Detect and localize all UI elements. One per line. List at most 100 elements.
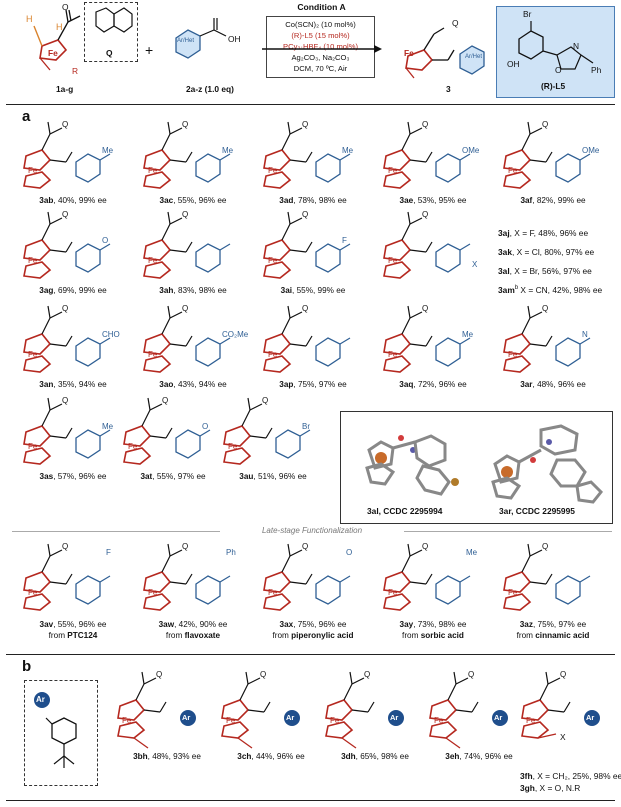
fe-atom: Fe [28,256,38,265]
last-x-atom: X [560,732,566,742]
compound-source: from cinnamic acid [494,631,612,640]
fe-atom: Fe [28,442,38,451]
source-prefix: from [165,631,185,640]
q-atom: Q [262,396,269,405]
fe-atom: Fe [434,716,444,725]
source-name: flavoxate [184,631,221,640]
compound-source: from flavoxate [134,631,252,640]
compound-comma: , [53,380,58,389]
late-stage-3ay-structure [383,543,471,611]
ar-definition-structure [34,692,77,768]
compound-yield-ee: 74%, 96% ee [463,752,513,761]
compound-yield-ee: 43%, 94% ee [177,380,227,389]
q-atom: Q [302,120,309,129]
late-stage-divider-left [12,531,220,532]
substituent-label: X [472,260,478,269]
compound-comma: , [53,196,58,205]
compound-comma: , [251,752,256,761]
compound-3fh-3gh-structure [521,671,600,739]
compound-caption: 3ae, 53%, 95% ee [374,196,492,205]
substituent-label: OMe [462,146,480,155]
ar-badge: Ar [494,713,503,722]
substrate-1-structure [33,9,81,71]
fe-atom: Fe [148,166,158,175]
fe-atom: Fe [28,350,38,359]
ligand-oh: OH [507,59,520,69]
compound-source: from piperonylic acid [254,631,372,640]
compound-comma: , [532,196,537,205]
compound-3ae-structure [383,121,471,189]
quinoline-structure [95,7,133,33]
q-atom: Q [364,670,371,679]
q-atom: Q [156,670,163,679]
ar-badge: Ar [182,713,191,722]
compound-comma: , [532,620,538,629]
substituent-label: OMe [582,146,600,155]
q-atom: Q [182,542,189,551]
q-atom: Q [422,542,429,551]
compound-yield-ee: 55%, 96% ee [57,620,107,629]
compound-caption: 3ah, 83%, 98% ee [134,286,252,295]
fe-atom: Fe [148,256,158,265]
late-stage-3az-structure [503,543,591,611]
compound-id: 3eh [445,752,460,761]
compound-source: from sorbic acid [374,631,492,640]
compound-id: 3an [39,380,54,389]
late-stage-3ax-structure [263,543,351,611]
compound-3ac-structure [143,121,231,189]
atom-r: R [72,66,79,76]
compound-id: 3az [519,620,533,629]
atom-h-left: H [26,14,33,24]
fe-atom: Fe [388,256,398,265]
fe-atom: Fe [122,716,132,725]
compound-yield-ee: 75%, 96% ee [297,620,347,629]
compound-comma: , [292,286,297,295]
fe-atom: Fe [508,350,518,359]
compound-id: 3ax [279,620,294,629]
compound-id: 3at [140,472,153,481]
compound-caption: 3av, 55%, 96% ee [14,620,132,629]
section-b-divider [6,654,615,655]
compound-comma: , [293,380,298,389]
substituent-label: CHO [102,330,120,339]
compound-caption: 3ac, 55%, 96% ee [134,196,252,205]
q-atom: Q [422,210,429,219]
ar-definition-box [24,680,98,786]
compound-id: 3ag [39,286,54,295]
ligand-o: O [555,65,562,75]
q-atom: Q [162,396,169,405]
product-ar-het: Ar/Het [465,54,483,60]
compound-yield-ee: 83%, 98% ee [177,286,227,295]
q-atom: Q [422,304,429,313]
q-atom: Q [182,120,189,129]
compound-id: 3ad [279,196,294,205]
compound-caption: 3bh, 48%, 93% ee [108,752,226,761]
substituent-label: N [582,330,588,339]
compound-caption: 3af, 82%, 99% ee [494,196,612,205]
product-3-structure [405,27,485,79]
compound-comma: , [532,380,538,389]
compound-3bh: Fe Q 3bh, 48%, 93% ee Ar [108,668,226,761]
substrate-2-label: 2a-z (1.0 eq) [186,84,234,94]
q-atom: Q [62,120,69,129]
compound-comma: , [53,286,58,295]
compound-yield-ee: 55%, 96% ee [177,196,227,205]
ar-badge-label: Ar [36,695,45,704]
compound-3ah-structure [143,211,231,279]
condition-line-1: Co(SCN)₂ (10 mol%) [285,20,356,29]
compound-id: 3aw [158,620,175,629]
fe-atom: Fe [526,716,536,725]
compound-comma: , [355,752,361,761]
compound-yield-ee: 75%, 97% ee [297,380,347,389]
